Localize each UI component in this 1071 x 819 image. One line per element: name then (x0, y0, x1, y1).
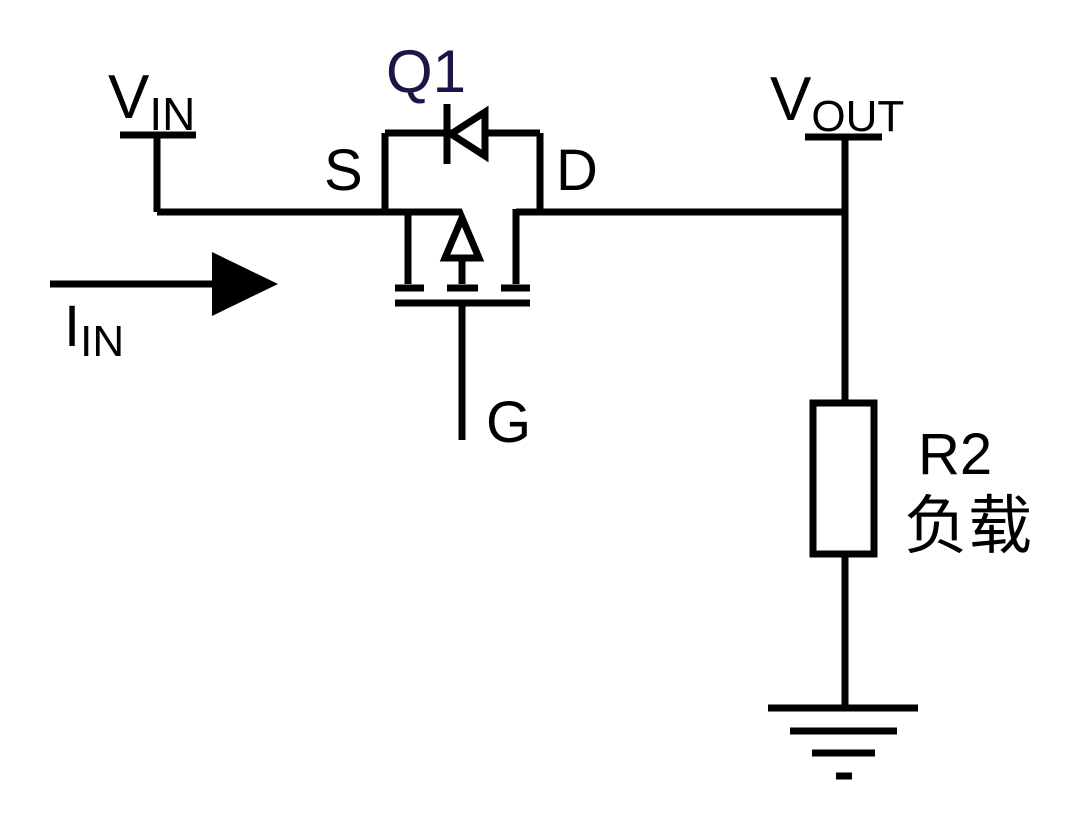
ground-icon (768, 704, 918, 780)
q1-mosfet (381, 104, 544, 440)
q1-source-label: S (324, 138, 363, 203)
r2-description: 负载 (904, 490, 1032, 564)
vout-label: VOUT (770, 65, 904, 141)
iin-label: IIN (64, 294, 124, 366)
vin-label: VIN (108, 63, 195, 140)
vout-terminal (805, 133, 882, 212)
current-arrow-icon (50, 252, 278, 316)
body-diode-icon (443, 104, 489, 164)
q1-gate-label: G (486, 390, 531, 455)
r2-designator: R2 (918, 422, 992, 487)
vin-terminal (120, 131, 196, 212)
q1-designator: Q1 (386, 38, 466, 105)
r2-resistor (809, 399, 878, 558)
q1-drain-label: D (556, 138, 598, 203)
